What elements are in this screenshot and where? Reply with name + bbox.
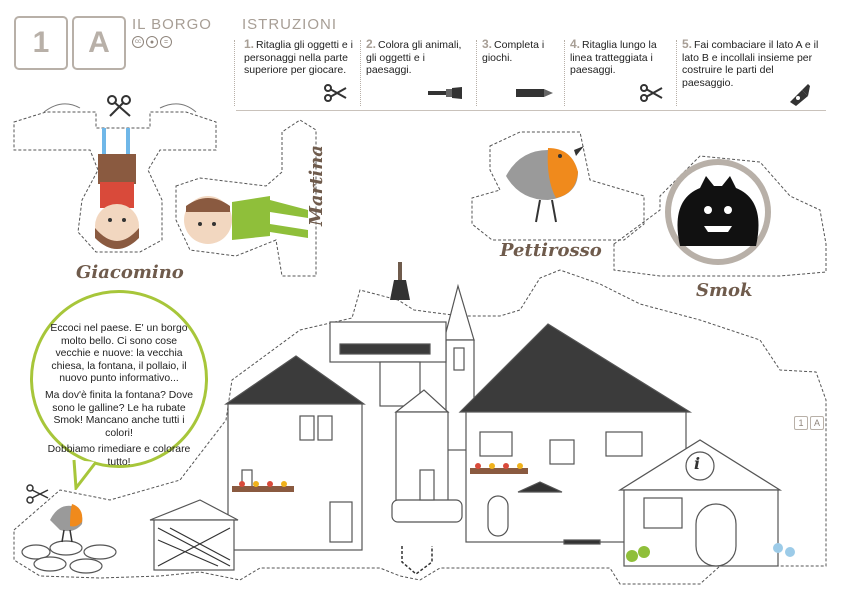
step-5-text: Fai combaciare il lato A e il lato B e i… (682, 39, 819, 89)
scissors-icon (26, 484, 49, 504)
pencil-icon (516, 89, 553, 97)
step-5: 5.Fai combaciare il lato A e il lato B e… (682, 37, 819, 89)
side-badge: 1 A (794, 416, 824, 430)
paintbrush-icon (428, 87, 462, 99)
label-martina: Martina (306, 145, 327, 226)
label-smok: Smok (696, 280, 753, 301)
flower-boxes (232, 463, 795, 562)
cc-icon: cc (132, 36, 144, 48)
step-1: 1.Ritaglia gli oggetti e i personaggi ne… (244, 37, 353, 76)
giacomino-figure (95, 128, 139, 249)
eq-icon: = (160, 36, 172, 48)
by-icon: ● (146, 36, 158, 48)
scissors-icon (324, 84, 347, 102)
label-giacomino: Giacomino (76, 262, 184, 283)
page-letter-box: A (72, 16, 126, 70)
step-2-text: Colora gli animali, gli oggetti e i paes… (366, 39, 462, 76)
robin-small-figure (50, 504, 83, 543)
bubble-paragraph-3: Dobbiamo rimediare e colorare tutto! (47, 444, 191, 468)
step-4-text: Ritaglia lungo la linea tratteggiata i p… (570, 39, 657, 76)
page-number: 1 (32, 26, 50, 59)
paintbrush-icon (390, 262, 410, 300)
page-letter: A (88, 26, 110, 59)
info-sign-letter: i (694, 454, 701, 473)
bubble-paragraph-2: Ma dov'è finita la fontana? Dove sono le… (44, 389, 194, 439)
martina-figure (184, 196, 308, 244)
side-badge-number: 1 (794, 416, 808, 430)
page-title: IL BORGO (132, 16, 212, 33)
side-badge-letter: A (810, 416, 824, 430)
scissors-icon (107, 95, 131, 117)
step-3-text: Completa i giochi. (482, 39, 545, 64)
smok-figure (665, 159, 771, 265)
bubble-paragraph-1: Eccoci nel paese. E' un borgo molto bell… (50, 323, 188, 385)
page-number-box: 1 (14, 16, 68, 70)
scissors-icon (640, 84, 663, 102)
step-2: 2.Colora gli animali, gli oggetti e i pa… (366, 37, 462, 76)
step-1-text: Ritaglia gli oggetti e i personaggi nell… (244, 39, 353, 76)
step-3: 3.Completa i giochi. (482, 37, 545, 64)
speech-bubble: Eccoci nel paese. E' un borgo molto bell… (30, 290, 208, 468)
glue-icon (790, 84, 810, 106)
instructions-title: ISTRUZIONI (242, 16, 337, 33)
license-icons: cc ● = (132, 36, 172, 48)
speech-bubble-tail (72, 459, 98, 490)
instructions-steps: 1.Ritaglia gli oggetti e i personaggi ne… (234, 36, 826, 111)
label-pettirosso: Pettirosso (500, 240, 602, 261)
pettirosso-figure (506, 146, 584, 223)
step-4: 4.Ritaglia lungo la linea tratteggiata i… (570, 37, 657, 76)
